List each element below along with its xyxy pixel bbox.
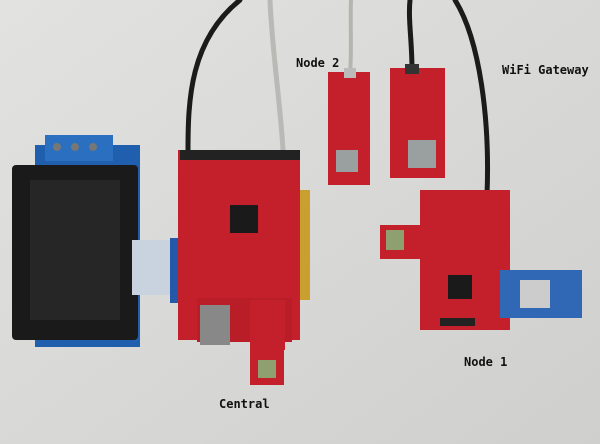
central-label: Central — [219, 397, 270, 411]
central-board — [178, 150, 310, 385]
node1-label: Node 1 — [464, 355, 508, 369]
node2-label: Node 2 — [296, 56, 340, 70]
wifi-gateway-label: WiFi Gateway — [502, 63, 589, 77]
wifi-gateway-board — [390, 64, 445, 178]
cables — [185, 0, 491, 198]
node2-board — [328, 68, 370, 185]
lcd-display-board — [12, 135, 196, 347]
node1-board — [380, 190, 582, 330]
